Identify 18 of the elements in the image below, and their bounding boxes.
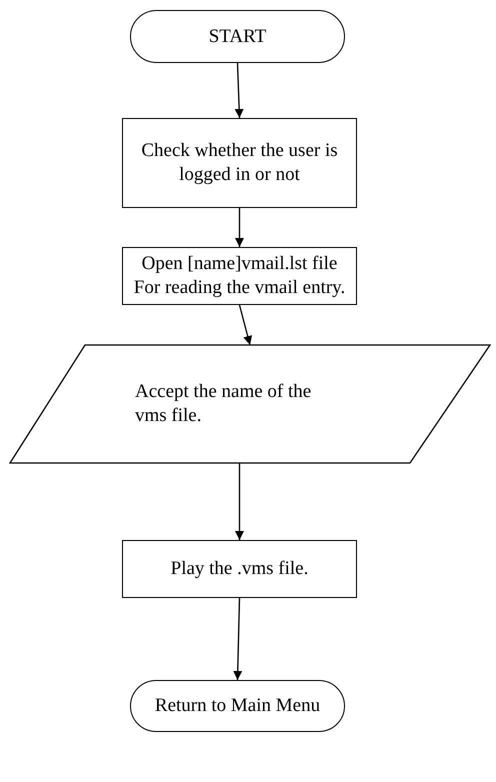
arrow: [235, 463, 244, 540]
arrow: [234, 62, 244, 118]
node-text: Return to Main Menu: [154, 694, 320, 718]
process-box: [122, 540, 357, 598]
input-parallelogram: [10, 345, 490, 463]
node-text: Accept the name of the vms file.: [135, 380, 312, 428]
node-text: Check whether the user is logged in or not: [140, 139, 339, 187]
arrow: [233, 598, 242, 680]
process-box: [122, 118, 357, 208]
node-text: Play the .vms file.: [170, 557, 308, 581]
node-text: START: [208, 24, 266, 48]
arrow: [238, 304, 252, 346]
process-box: [122, 247, 357, 305]
terminator-shape: [130, 680, 345, 732]
terminator-shape: [130, 10, 345, 63]
arrow: [235, 208, 244, 247]
node-text: For reading the vmail entry.: [134, 276, 346, 300]
node-text: Open [name]vmail.lst file: [142, 252, 338, 276]
